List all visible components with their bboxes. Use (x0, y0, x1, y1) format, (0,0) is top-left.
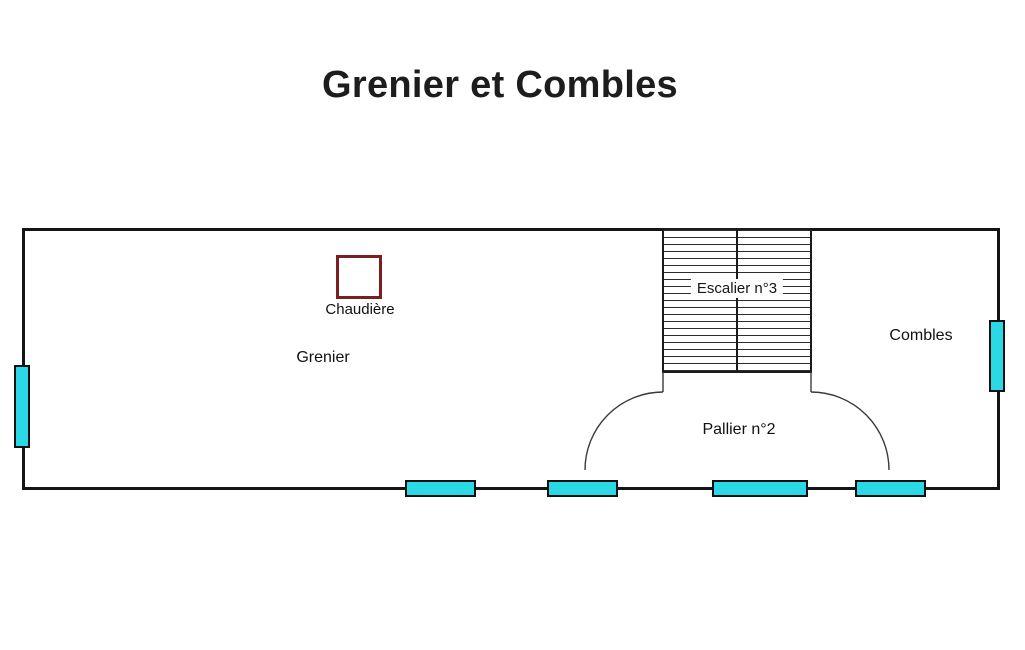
window-bottom-2 (547, 480, 618, 497)
window-right-wall (989, 320, 1005, 392)
staircase (662, 228, 812, 373)
window-bottom-4 (855, 480, 926, 497)
window-bottom-3 (712, 480, 808, 497)
room-label-pallier: Pallier n°2 (702, 421, 776, 438)
room-label-grenier: Grenier (296, 349, 350, 366)
window-bottom-1 (405, 480, 476, 497)
window-left-wall (14, 365, 30, 448)
stair-flight-left (664, 230, 738, 371)
stair-flight-right (738, 230, 810, 371)
staircase-label: Escalier n°3 (690, 279, 784, 298)
room-label-combles: Combles (889, 327, 953, 344)
page-title: Grenier et Combles (322, 64, 678, 106)
floor-plan-outline (22, 228, 1000, 490)
boiler-label: Chaudière (325, 301, 395, 318)
boiler-symbol (336, 255, 382, 299)
